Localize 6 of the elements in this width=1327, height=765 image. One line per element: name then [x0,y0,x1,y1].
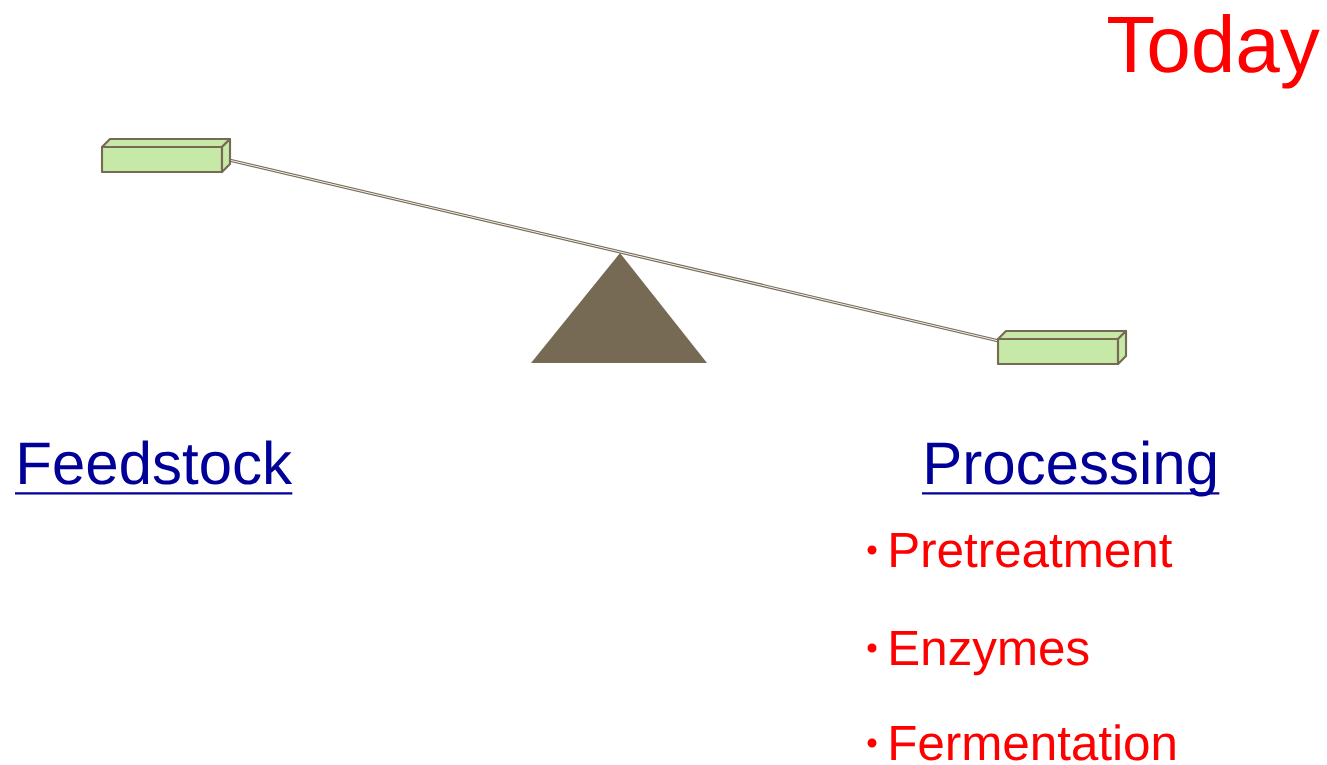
bullet-item: Pretreatment [867,533,1173,568]
bullet-item: Fermentation [867,724,1175,761]
bullet-item: Enzymes [867,631,1089,676]
title: Today [1108,14,1320,89]
heading: Feedstock [15,440,293,495]
heading: Processing [922,440,1220,497]
